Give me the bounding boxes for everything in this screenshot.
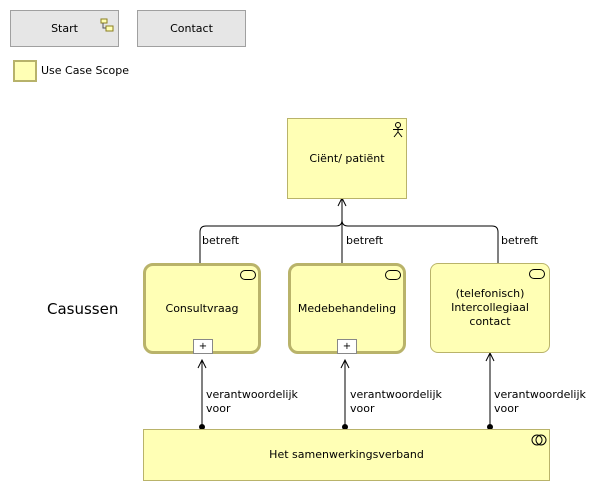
relation-label-betreft-2: betreft (346, 234, 384, 247)
contact-label: Contact (170, 22, 213, 35)
start-label: Start (51, 22, 78, 35)
start-button[interactable]: Start (10, 10, 119, 47)
service-icon (240, 270, 256, 280)
case-medebehandeling[interactable]: Medebehandeling + (288, 263, 406, 354)
legend-swatch (13, 60, 37, 82)
relation-label-betreft-1: betreft (202, 234, 240, 247)
relation-label-betreft-3: betreft (501, 234, 539, 247)
relation-label-resp-2: verantwoordelijk voor (350, 388, 442, 415)
case-label: Consultvraag (165, 301, 239, 315)
contact-button[interactable]: Contact (137, 10, 246, 47)
junction-dot-3 (487, 424, 493, 430)
arrowhead-resp-3 (485, 351, 495, 362)
connector-betreft-right (341, 219, 499, 263)
case-consultvraag[interactable]: Consultvraag + (143, 263, 261, 354)
collaboration-element[interactable]: Het samenwerkingsverband (143, 429, 550, 481)
view-icon (100, 18, 114, 32)
expand-toggle[interactable]: + (193, 339, 213, 354)
collaboration-label: Het samenwerkingsverband (269, 448, 424, 461)
case-intercollegiaal-contact[interactable]: (telefonisch) Intercollegiaal contact (430, 263, 550, 353)
case-label: Medebehandeling (297, 301, 397, 315)
arrowhead-resp-1 (197, 358, 207, 369)
service-icon (529, 269, 545, 279)
service-icon (385, 270, 401, 280)
connector-betreft-left (199, 219, 343, 263)
junction-dot-1 (199, 424, 205, 430)
actor-element[interactable]: Ciënt/ patiënt (287, 118, 407, 199)
collaboration-icon (531, 434, 547, 446)
arrowhead-resp-2 (340, 358, 350, 369)
case-label: (telefonisch) Intercollegiaal contact (451, 287, 529, 328)
legend-label: Use Case Scope (41, 64, 129, 77)
relation-label-resp-3: verantwoordelijk voor (494, 388, 586, 415)
expand-toggle[interactable]: + (337, 339, 357, 354)
relation-label-resp-1: verantwoordelijk voor (206, 388, 298, 415)
group-label: Casussen (47, 300, 119, 318)
junction-dot-2 (342, 424, 348, 430)
actor-icon (393, 122, 403, 138)
actor-label: Ciënt/ patiënt (309, 151, 385, 165)
